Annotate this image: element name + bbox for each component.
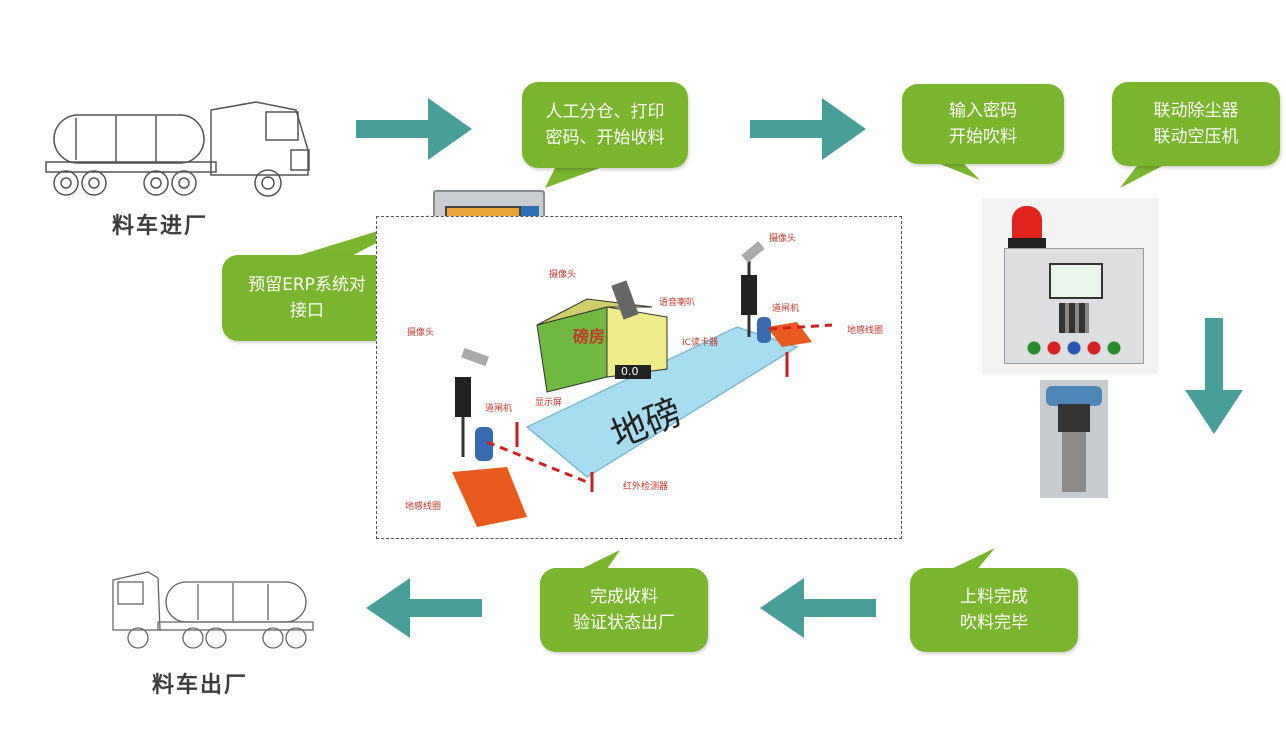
bubble-line: 联动空压机 (1153, 127, 1239, 147)
bubble-line: 接口 (290, 301, 324, 321)
annotation-ic-reader: IC读卡器 (682, 338, 718, 348)
annotation-infrared: 红外检测器 (623, 482, 669, 492)
arrow-left-1 (760, 578, 876, 638)
truck-in-label: 料车进厂 (112, 214, 209, 239)
valve-top (1046, 386, 1102, 406)
bubble-line: 上料完成 (960, 587, 1028, 607)
tanker-truck-out-illustration (112, 571, 314, 649)
cabinet-body (1004, 248, 1144, 364)
valve-body (1058, 404, 1090, 432)
cabinet-screen (1049, 263, 1103, 299)
bubble-line: 完成收料 (590, 587, 658, 607)
bubble-loading-done: 上料完成 吹料完毕 (910, 568, 1078, 652)
bubble-receive-done: 完成收料 验证状态出厂 (540, 568, 708, 652)
annotation-loop-right: 地感线圈 (847, 326, 884, 336)
truck-out-label: 料车出厂 (152, 673, 249, 698)
annotation-camera-top: 摄像头 (549, 270, 577, 280)
annotation-camera-left: 摄像头 (407, 328, 435, 338)
arrow-right-2 (750, 98, 866, 160)
bubble-line: 验证状态出厂 (573, 613, 675, 633)
blowing-valve-image (1040, 380, 1108, 498)
bubble-sort-print: 人工分仓、打印 密码、开始收料 (522, 82, 688, 168)
weighbridge-scene: 地磅 磅房 0.0 摄像头 摄像头 摄像头 道闸机 道闸机 地感线圈 地感线圈 … (376, 216, 902, 539)
bubble-erp-interface: 预留ERP系统对 接口 (222, 255, 392, 341)
cabinet-buttons (1027, 341, 1127, 355)
bubble-line: 吹料完毕 (960, 613, 1028, 633)
tanker-truck-in-illustration (45, 101, 310, 197)
arrow-right-1 (356, 98, 472, 160)
valve-filter (1062, 432, 1086, 492)
bubble-line: 人工分仓、打印 (545, 102, 665, 122)
bubble-line: 开始吹料 (949, 127, 1017, 147)
bubble-linkage: 联动除尘器 联动空压机 (1112, 82, 1280, 166)
annotation-barrier-left: 道闸机 (485, 404, 513, 414)
bubble-line: 输入密码 (949, 101, 1017, 121)
beacon-base (1008, 238, 1046, 248)
bubble-line: 预留ERP系统对 (248, 275, 366, 295)
annotation-barrier-right: 道闸机 (772, 304, 800, 314)
booth-label: 磅房 (573, 327, 606, 346)
annotation-speaker: 语音喇叭 (659, 298, 696, 308)
cabinet-keypad (1059, 303, 1089, 333)
weighbridge-illustration (452, 241, 833, 527)
annotation-camera-right: 摄像头 (769, 234, 797, 244)
bubble-line: 联动除尘器 (1153, 101, 1239, 121)
arrow-down (1185, 318, 1243, 434)
warning-beacon (1012, 206, 1042, 240)
bubble-line: 密码、开始收料 (545, 128, 665, 148)
booth-display: 0.0 (621, 365, 639, 378)
arrow-left-2 (366, 578, 482, 638)
control-cabinet-image (982, 198, 1158, 374)
annotation-screen: 显示屏 (535, 398, 563, 408)
bubble-enter-password: 输入密码 开始吹料 (902, 84, 1064, 164)
annotation-loop-left: 地感线圈 (405, 502, 442, 512)
